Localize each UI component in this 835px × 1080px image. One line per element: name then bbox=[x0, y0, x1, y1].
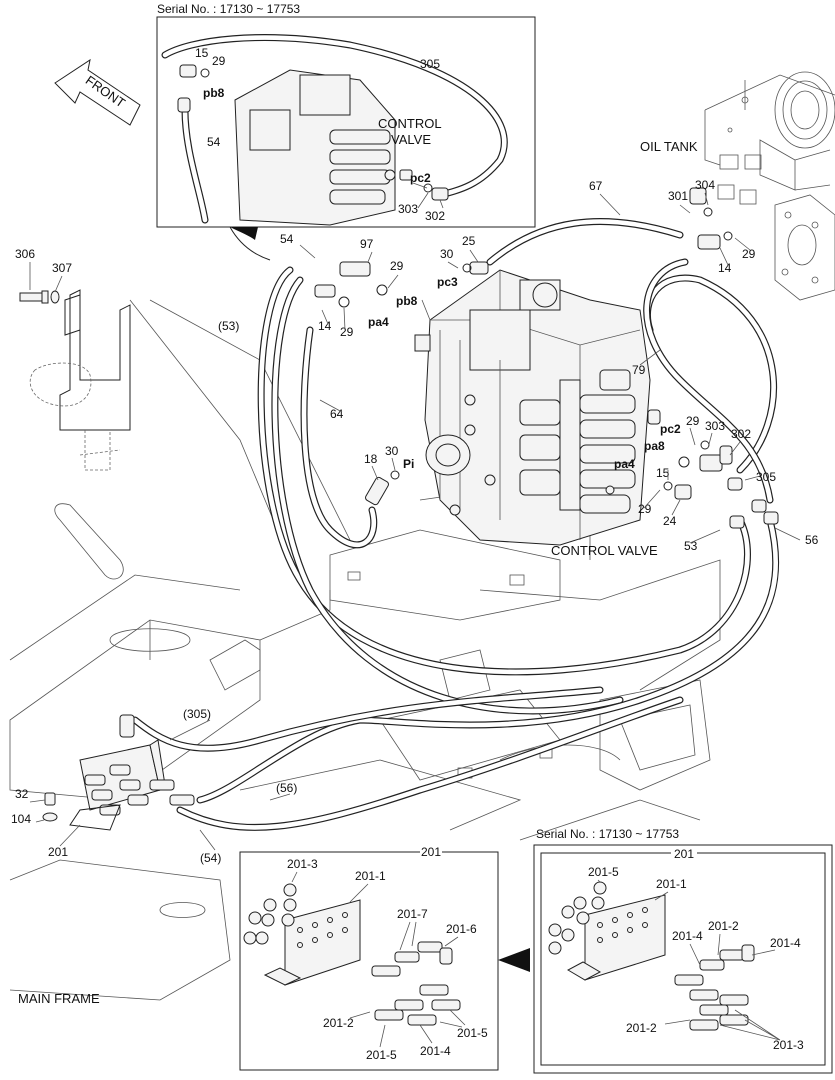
label-18: 18 bbox=[364, 452, 378, 466]
label-29-c: 29 bbox=[340, 325, 354, 339]
inset-label-pc2: pc2 bbox=[410, 171, 431, 185]
detail-right-label-4: 201-4 bbox=[672, 929, 703, 943]
label-pc2: pc2 bbox=[660, 422, 681, 436]
label-29-d: 29 bbox=[686, 414, 700, 428]
main-labels: 306 307 54 97 29 pb8 30 25 pc3 67 301 30… bbox=[11, 139, 819, 1006]
detail-right-label-7: 201-3 bbox=[773, 1038, 804, 1052]
label-30-b: 30 bbox=[385, 444, 399, 458]
label-56-paren: (56) bbox=[276, 781, 297, 795]
detail-right-label-1: 201-5 bbox=[588, 865, 619, 879]
control-valve-label: CONTROL VALVE bbox=[551, 543, 658, 558]
detail-left-label-5: 201-2 bbox=[323, 1016, 354, 1030]
label-305: 305 bbox=[756, 470, 776, 484]
label-32: 32 bbox=[15, 787, 29, 801]
inset-label-305: 305 bbox=[420, 57, 440, 71]
label-201: 201 bbox=[48, 845, 68, 859]
label-64: 64 bbox=[330, 407, 344, 421]
detail-right-label-5: 201-4 bbox=[770, 936, 801, 950]
label-30-a: 30 bbox=[440, 247, 454, 261]
control-valve-main bbox=[414, 269, 661, 546]
label-pb8: pb8 bbox=[396, 294, 418, 308]
label-29-b: 29 bbox=[742, 247, 756, 261]
label-56: 56 bbox=[805, 533, 819, 547]
detail-right-fittings bbox=[674, 944, 755, 1031]
hose-64 bbox=[300, 326, 378, 549]
label-pa8: pa8 bbox=[644, 439, 665, 453]
label-29-e: 29 bbox=[638, 502, 652, 516]
hose-53 bbox=[257, 266, 751, 676]
label-304: 304 bbox=[695, 178, 715, 192]
label-25: 25 bbox=[462, 234, 476, 248]
oil-tank bbox=[704, 71, 835, 301]
serial-bottom-right: Serial No. : 17130 ~ 17753 bbox=[536, 827, 679, 841]
label-307: 307 bbox=[52, 261, 72, 275]
hose-305-lower bbox=[131, 686, 604, 752]
label-54: 54 bbox=[280, 232, 294, 246]
detail-right-caps bbox=[548, 881, 607, 955]
detail-right-title: 201 bbox=[674, 847, 694, 861]
label-104: 104 bbox=[11, 812, 31, 826]
hose-79 bbox=[643, 258, 774, 504]
inset-top: Serial No. : 17130 ~ 17753 15 29 pb8 305… bbox=[156, 2, 536, 261]
label-54-paren: (54) bbox=[200, 851, 221, 865]
label-53: 53 bbox=[684, 539, 698, 553]
label-67: 67 bbox=[589, 179, 603, 193]
hose-54-lower bbox=[176, 696, 684, 831]
label-305-paren: (305) bbox=[183, 707, 211, 721]
detail-box-left: 201 201-3 201-1 201-7 201-6 201-2 2 bbox=[239, 845, 499, 1071]
inset-label-29: 29 bbox=[212, 54, 226, 68]
inset-label-303: 303 bbox=[398, 202, 418, 216]
detail-left-label-3: 201-7 bbox=[397, 907, 428, 921]
detail-left-title: 201 bbox=[421, 845, 441, 859]
detail-left-label-8: 201-4 bbox=[420, 1044, 451, 1058]
detail-right-label-3: 201-2 bbox=[708, 919, 739, 933]
detail-left-fittings bbox=[371, 941, 461, 1026]
inset-label-54: 54 bbox=[207, 135, 221, 149]
label-29-a: 29 bbox=[390, 259, 404, 273]
hose-305 bbox=[643, 274, 778, 474]
label-97: 97 bbox=[360, 237, 374, 251]
serial-top: Serial No. : 17130 ~ 17753 bbox=[157, 2, 300, 16]
label-53-paren: (53) bbox=[218, 319, 239, 333]
detail-pointer-arrow bbox=[498, 948, 530, 972]
label-15: 15 bbox=[656, 466, 670, 480]
inset-label-pb8: pb8 bbox=[203, 86, 225, 100]
label-303: 303 bbox=[705, 419, 725, 433]
label-301: 301 bbox=[668, 189, 688, 203]
main-frame-label: MAIN FRAME bbox=[18, 991, 100, 1006]
label-pc3: pc3 bbox=[437, 275, 458, 289]
hose-54 bbox=[271, 276, 624, 715]
support-bracket bbox=[19, 289, 131, 471]
label-306: 306 bbox=[15, 247, 35, 261]
label-pa4-a: pa4 bbox=[368, 315, 389, 329]
label-14-b: 14 bbox=[318, 319, 332, 333]
label-14-a: 14 bbox=[718, 261, 732, 275]
label-pa4-b: pa4 bbox=[614, 457, 635, 471]
inset-label-302: 302 bbox=[425, 209, 445, 223]
detail-left-caps bbox=[243, 883, 297, 945]
oil-tank-label: OIL TANK bbox=[640, 139, 698, 154]
fittings-main bbox=[314, 187, 779, 529]
label-302: 302 bbox=[731, 427, 751, 441]
manifold-block bbox=[42, 714, 195, 831]
detail-left-label-4: 201-6 bbox=[446, 922, 477, 936]
detail-box-right: Serial No. : 17130 ~ 17753 201 201-5 201… bbox=[533, 827, 833, 1074]
detail-left-label-2: 201-1 bbox=[355, 869, 386, 883]
label-pi: Pi bbox=[403, 457, 414, 471]
inset-control-valve-line1: CONTROL bbox=[378, 116, 442, 131]
detail-right-label-2: 201-1 bbox=[656, 877, 687, 891]
detail-right-label-6: 201-2 bbox=[626, 1021, 657, 1035]
detail-left-label-6: 201-5 bbox=[457, 1026, 488, 1040]
front-arrow: FRONT bbox=[54, 58, 141, 126]
hose-56 bbox=[196, 516, 780, 804]
label-79: 79 bbox=[632, 363, 646, 377]
hose-67 bbox=[486, 218, 684, 266]
detail-left-label-7: 201-5 bbox=[366, 1048, 397, 1062]
detail-left-label-1: 201-3 bbox=[287, 857, 318, 871]
inset-label-15: 15 bbox=[195, 46, 209, 60]
label-24: 24 bbox=[663, 514, 677, 528]
inset-control-valve-line2: VALVE bbox=[391, 132, 431, 147]
